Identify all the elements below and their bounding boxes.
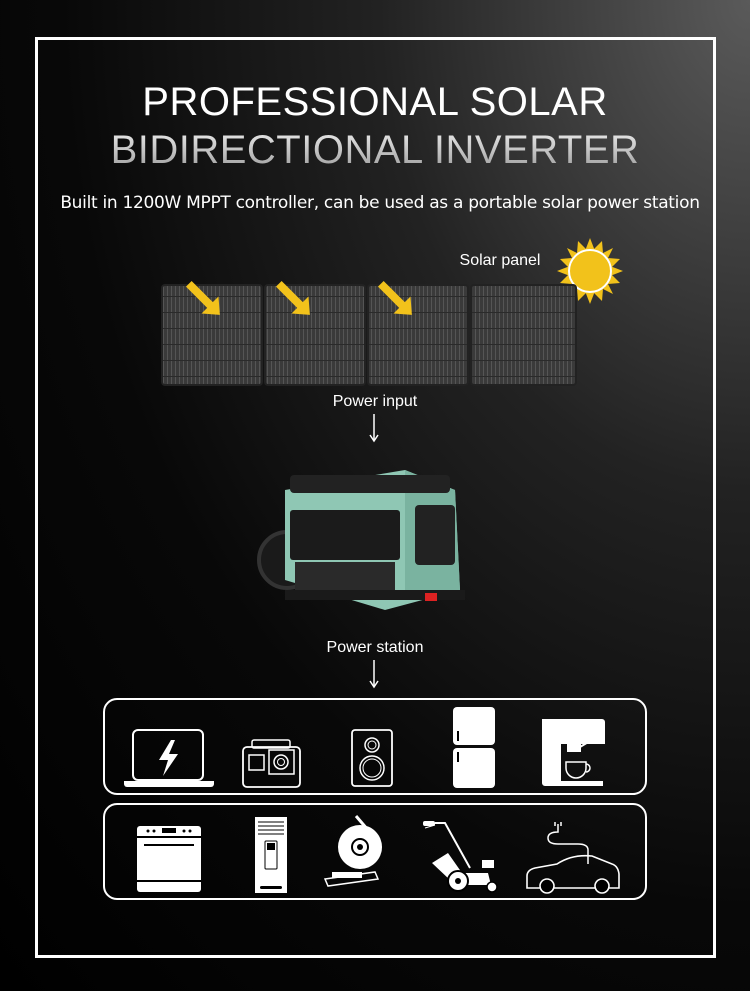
arrow-icon — [275, 280, 310, 315]
sun-icon — [557, 238, 623, 304]
power-station-image — [257, 470, 465, 610]
down-arrow-icon — [369, 660, 379, 689]
speaker-icon — [351, 729, 393, 787]
appliances-row-1 — [103, 698, 647, 795]
electric-car-icon — [526, 822, 620, 894]
border-frame — [35, 37, 716, 958]
solar-panel-label: Solar panel — [459, 252, 541, 269]
coffee-machine-icon — [542, 719, 605, 786]
power-input-label: Power input — [332, 393, 418, 410]
laptop-icon — [124, 729, 214, 787]
oven-icon — [137, 826, 201, 892]
appliances-row-2 — [103, 803, 647, 900]
air-conditioner-icon — [255, 817, 287, 893]
title-line2: BIDIRECTIONAL INVERTER — [0, 128, 750, 173]
title-line1: PROFESSIONAL SOLAR — [142, 80, 608, 124]
refrigerator-icon — [453, 707, 495, 788]
lawn-mower-icon — [423, 821, 498, 893]
cutoff-saw-icon — [323, 815, 382, 887]
solar-panel-image — [161, 280, 577, 386]
subtitle: Built in 1200W MPPT controller, can be u… — [60, 193, 700, 213]
arrow-icon — [377, 280, 412, 315]
down-arrow-icon — [369, 414, 379, 443]
arrow-icon — [185, 280, 220, 315]
power-station-label: Power station — [326, 639, 424, 656]
action-camera-icon — [242, 739, 301, 788]
